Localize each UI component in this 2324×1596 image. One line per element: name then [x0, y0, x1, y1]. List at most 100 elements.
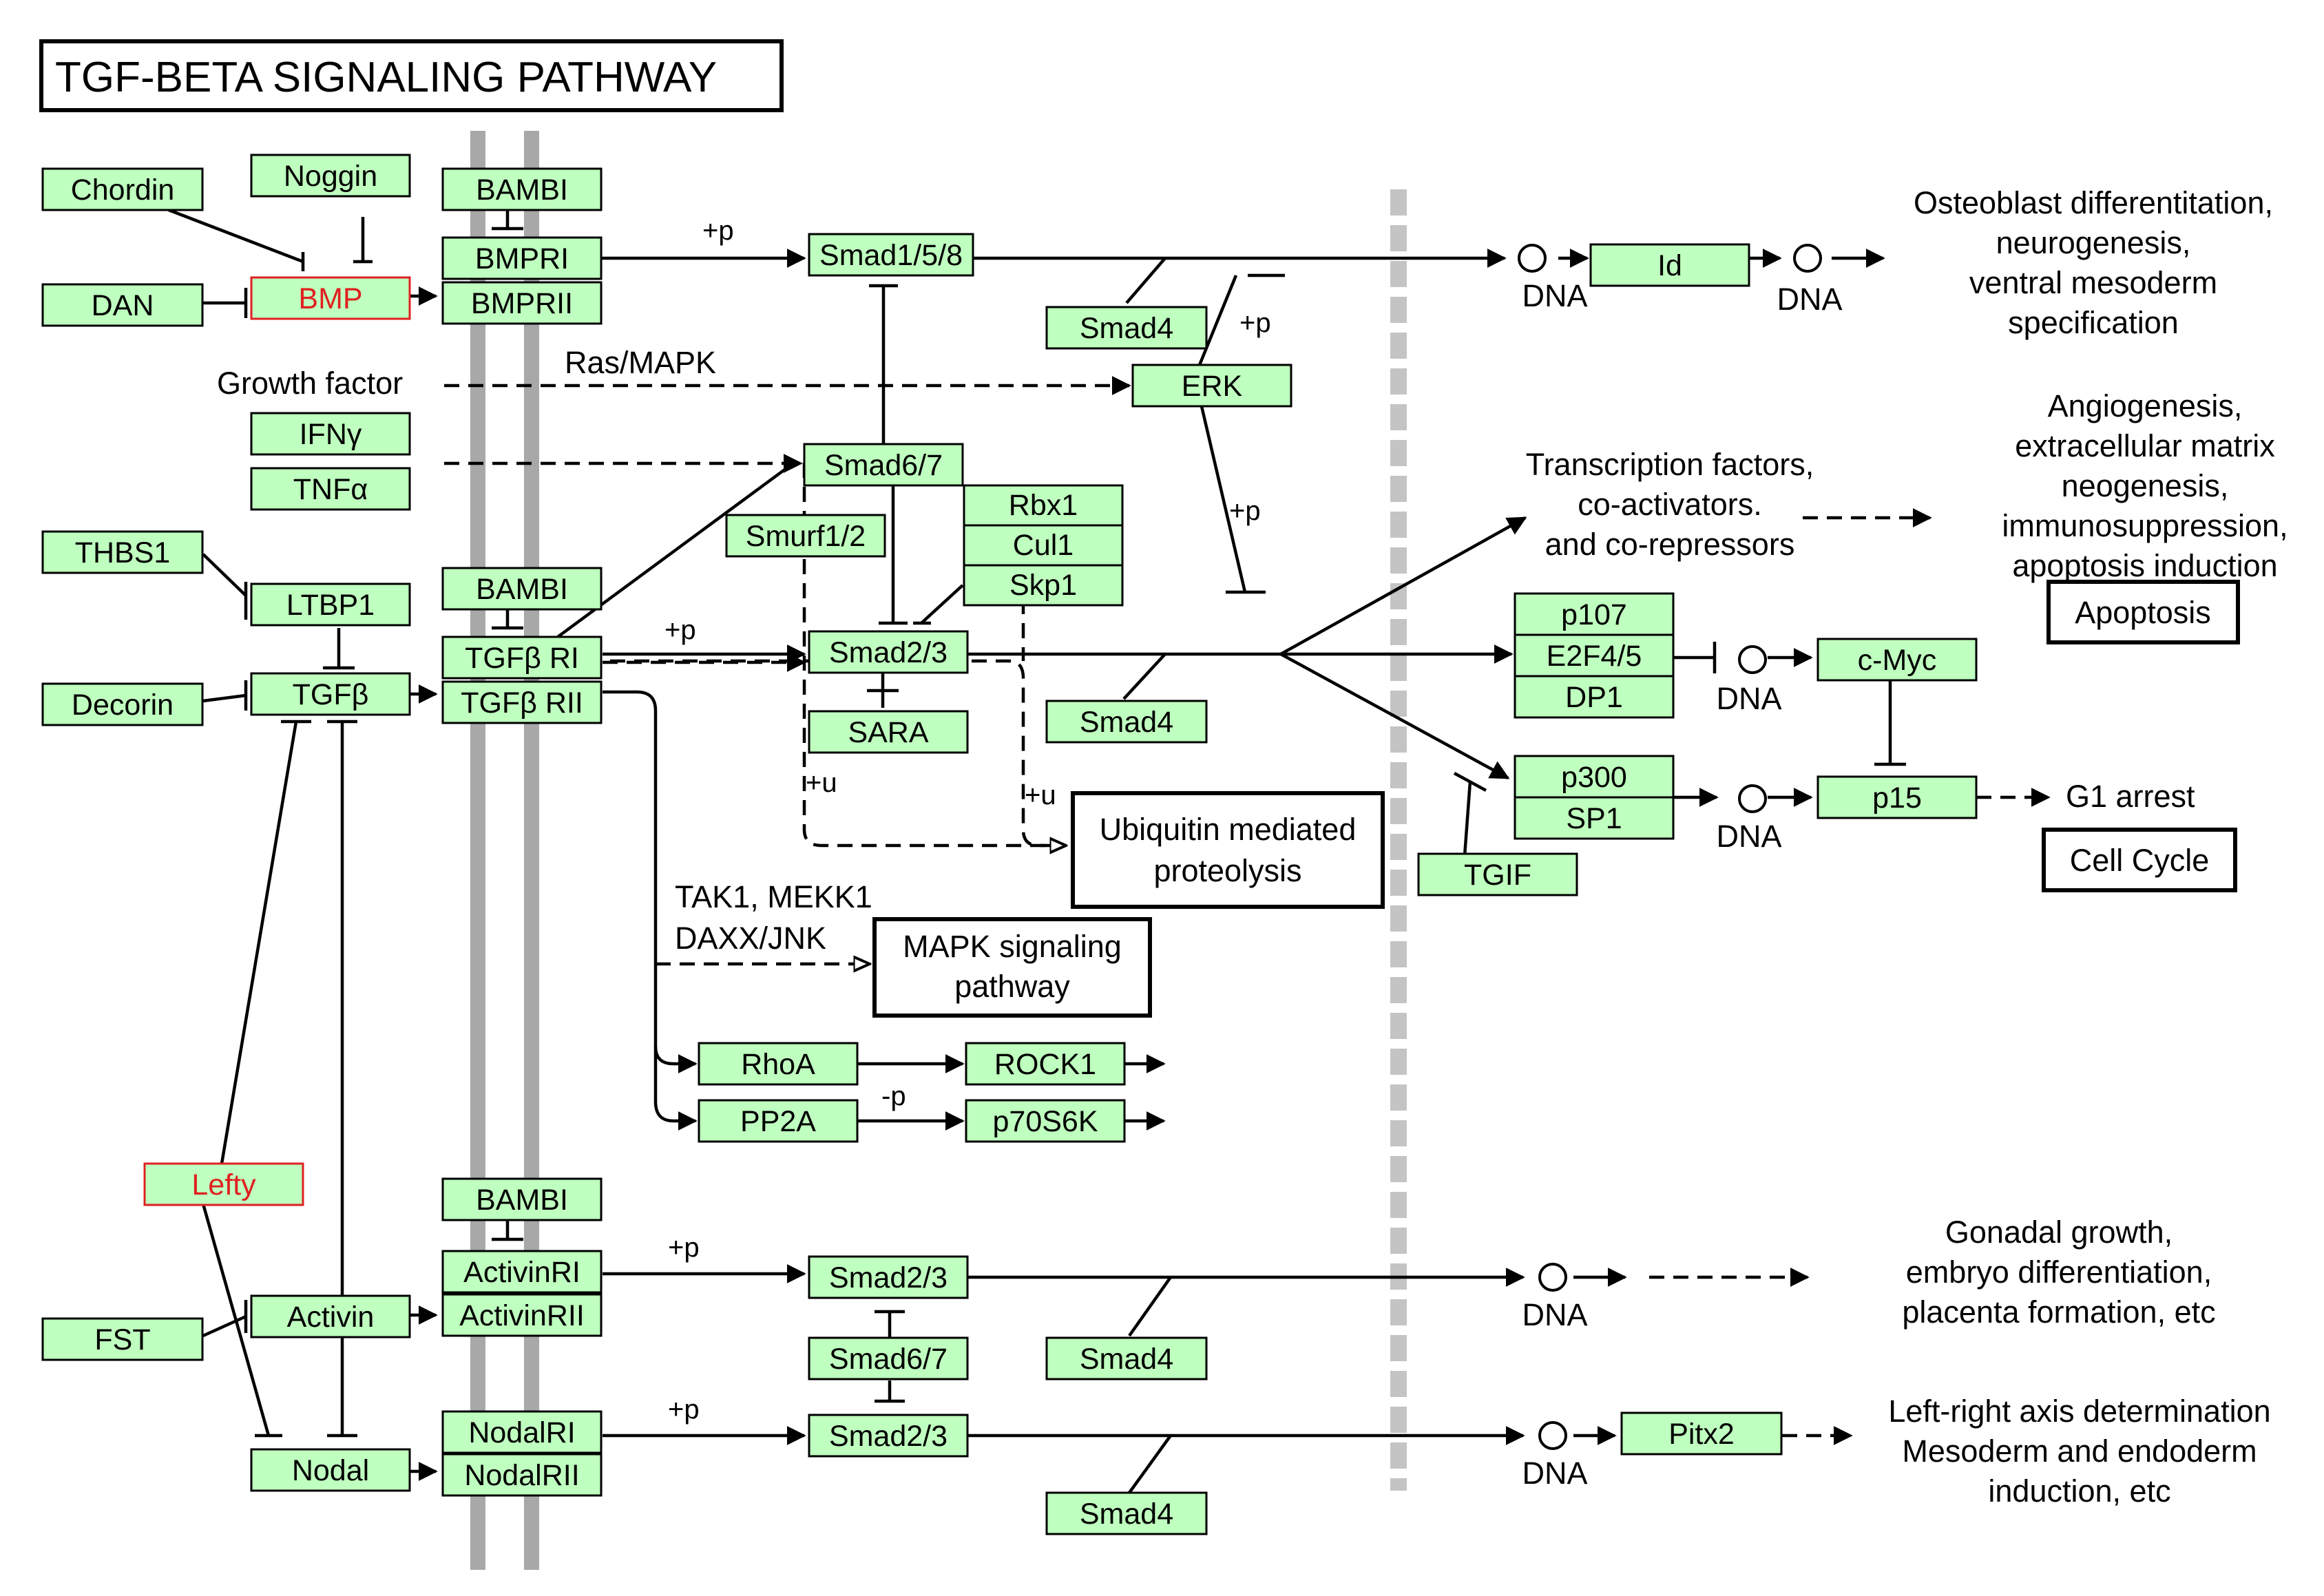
gene-smad4-3[interactable]: Smad4 [1045, 1336, 1208, 1380]
svg-text:Lefty: Lefty [191, 1168, 256, 1201]
gene-activin[interactable]: Activin [250, 1294, 411, 1338]
cell-membrane [470, 131, 539, 1570]
gene-activinrii[interactable]: ActivinRII [441, 1293, 603, 1337]
svg-text:TGFβ RI: TGFβ RI [465, 642, 579, 675]
gene-noggin[interactable]: Noggin [250, 154, 411, 198]
gene-smad67-2[interactable]: Smad6/7 [808, 1336, 969, 1380]
gene-p15[interactable]: p15 [1817, 775, 1978, 819]
gene-e2f45[interactable]: E2F4/5 [1514, 633, 1675, 678]
gene-smad4-2[interactable]: Smad4 [1045, 700, 1208, 744]
gene-pp2a[interactable]: PP2A [698, 1099, 859, 1143]
svg-text:Pitx2: Pitx2 [1668, 1418, 1735, 1451]
label-growth-factor: Growth factor [217, 366, 403, 401]
gene-pitx2[interactable]: Pitx2 [1620, 1411, 1783, 1456]
connections [168, 208, 2051, 1494]
gene-bmpri[interactable]: BMPRI [441, 236, 603, 280]
gene-tgfbri[interactable]: TGFβ RI [441, 636, 603, 680]
svg-text:Decorin: Decorin [72, 689, 174, 722]
svg-text:SP1: SP1 [1566, 802, 1622, 835]
gene-smad67-1[interactable]: Smad6/7 [803, 443, 964, 487]
gene-nodalri[interactable]: NodalRI [441, 1410, 603, 1454]
gene-rhoa[interactable]: RhoA [698, 1042, 859, 1086]
gene-thbs1[interactable]: THBS1 [41, 530, 204, 574]
label-dna: DNA [1716, 681, 1781, 716]
gene-bambi-3[interactable]: BAMBI [441, 1177, 603, 1221]
gene-smad158[interactable]: Smad1/5/8 [808, 233, 974, 277]
gene-nodal[interactable]: Nodal [250, 1448, 411, 1492]
gene-chordin[interactable]: Chordin [41, 167, 204, 211]
gene-tgfbrii[interactable]: TGFβ RII [441, 680, 603, 724]
svg-text:Smad2/3: Smad2/3 [829, 636, 948, 669]
gene-rock1[interactable]: ROCK1 [965, 1042, 1126, 1086]
gene-skp1[interactable]: Skp1 [963, 564, 1124, 607]
gene-dp1[interactable]: DP1 [1514, 675, 1675, 719]
svg-text:Smad1/5/8: Smad1/5/8 [819, 239, 963, 272]
svg-text:BAMBI: BAMBI [476, 573, 568, 606]
map-mapk-signaling[interactable]: MAPK signaling pathway [872, 917, 1152, 1018]
label-outcome-nodal-3: induction, etc [1988, 1473, 2170, 1509]
label-outcome-tgfb-1: Angiogenesis, [2048, 388, 2243, 423]
svg-text:DAN: DAN [92, 289, 154, 322]
gene-fst[interactable]: FST [41, 1317, 204, 1361]
svg-text:ActivinRII: ActivinRII [459, 1299, 585, 1332]
gene-smad4-4[interactable]: Smad4 [1045, 1491, 1208, 1535]
dna-markers [1518, 244, 1822, 1450]
gene-sara[interactable]: SARA [808, 710, 969, 754]
svg-text:Cul1: Cul1 [1013, 529, 1074, 562]
svg-text:Ubiquitin mediated: Ubiquitin mediated [1100, 812, 1357, 847]
gene-decorin[interactable]: Decorin [41, 682, 204, 726]
gene-lefty[interactable]: Lefty [143, 1162, 304, 1206]
svg-text:IFNγ: IFNγ [300, 418, 362, 451]
gene-bmp[interactable]: BMP [250, 276, 411, 320]
label-outcome-tgfb-4: immunosuppression, [2002, 508, 2288, 543]
gene-id[interactable]: Id [1589, 243, 1750, 287]
svg-text:p70S6K: p70S6K [992, 1105, 1098, 1138]
svg-text:THBS1: THBS1 [75, 536, 171, 569]
gene-bmprii[interactable]: BMPRII [441, 281, 603, 325]
gene-smurf12[interactable]: Smurf1/2 [725, 514, 886, 558]
gene-smad4-1[interactable]: Smad4 [1045, 306, 1208, 350]
svg-text:Smad2/3: Smad2/3 [829, 1261, 948, 1294]
gene-p107[interactable]: p107 [1514, 592, 1675, 636]
svg-text:Smad4: Smad4 [1080, 1343, 1173, 1376]
gene-boxes: Chordin Noggin DAN BMP BAMBI BMPRI BMPRI… [41, 154, 1978, 1535]
gene-tnfa[interactable]: TNFα [250, 467, 411, 511]
gene-ifng[interactable]: IFNγ [250, 412, 411, 456]
svg-text:PP2A: PP2A [740, 1105, 816, 1138]
gene-smad23-2[interactable]: Smad2/3 [808, 1255, 969, 1299]
label-outcome-bmp-2: neurogenesis, [1996, 225, 2191, 260]
gene-p70s6k[interactable]: p70S6K [965, 1099, 1126, 1143]
gene-ltbp1[interactable]: LTBP1 [250, 582, 411, 627]
svg-text:Cell Cycle: Cell Cycle [2070, 843, 2210, 878]
gene-sp1[interactable]: SP1 [1514, 796, 1675, 840]
gene-bambi-1[interactable]: BAMBI [441, 167, 603, 211]
gene-smad23-1[interactable]: Smad2/3 [808, 630, 969, 674]
svg-text:TGIF: TGIF [1464, 859, 1531, 892]
gene-tgif[interactable]: TGIF [1417, 852, 1578, 896]
map-apoptosis[interactable]: Apoptosis [2046, 580, 2240, 644]
svg-text:RhoA: RhoA [741, 1048, 815, 1081]
label-ubiquitination: +u [1025, 780, 1056, 810]
svg-text:BMPRI: BMPRI [475, 242, 569, 275]
gene-nodalrii[interactable]: NodalRII [441, 1453, 603, 1497]
gene-cul1[interactable]: Cul1 [963, 524, 1124, 567]
svg-text:Smad4: Smad4 [1080, 1498, 1173, 1531]
svg-text:Activin: Activin [287, 1301, 375, 1334]
svg-text:c-Myc: c-Myc [1858, 644, 1937, 677]
map-ubiquitin-proteolysis[interactable]: Ubiquitin mediated proteolysis [1071, 791, 1385, 909]
gene-erk[interactable]: ERK [1131, 364, 1292, 408]
svg-text:TGF-BETA SIGNALING PATHWAY: TGF-BETA SIGNALING PATHWAY [55, 54, 717, 101]
gene-p300[interactable]: p300 [1514, 755, 1675, 799]
svg-text:ROCK1: ROCK1 [994, 1048, 1096, 1081]
gene-bambi-2[interactable]: BAMBI [441, 567, 603, 611]
label-phospho: +p [668, 1232, 700, 1263]
label-outcome-activin-1: Gonadal growth, [1945, 1215, 2173, 1250]
gene-activinri[interactable]: ActivinRI [441, 1250, 603, 1294]
map-cell-cycle[interactable]: Cell Cycle [2042, 828, 2237, 892]
svg-text:E2F4/5: E2F4/5 [1547, 640, 1642, 673]
gene-dan[interactable]: DAN [41, 283, 204, 327]
gene-rbx1[interactable]: Rbx1 [963, 484, 1124, 527]
gene-cmyc[interactable]: c-Myc [1817, 638, 1978, 682]
gene-smad23-3[interactable]: Smad2/3 [808, 1414, 969, 1458]
gene-tgfb[interactable]: TGFβ [250, 672, 411, 716]
